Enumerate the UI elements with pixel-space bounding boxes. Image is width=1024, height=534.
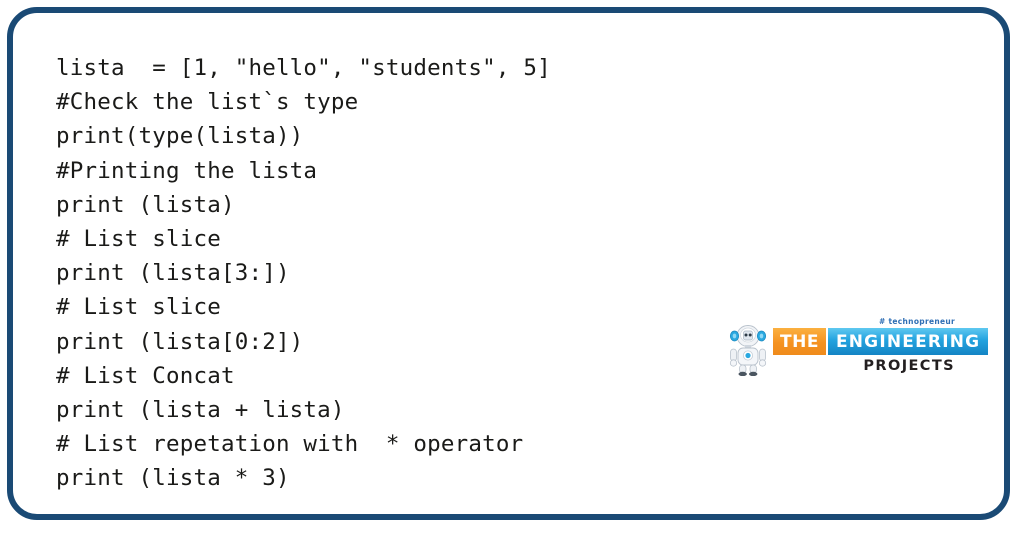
logo-wordmark-bars: THE ENGINEERING xyxy=(773,328,989,355)
code-line: print (lista + lista) xyxy=(56,396,345,423)
code-line: print(type(lista)) xyxy=(56,123,304,150)
code-line: lista = [1, "hello", "students", 5] xyxy=(56,55,551,81)
code-line: #Printing the lista xyxy=(56,157,318,184)
code-line: # List slice xyxy=(56,225,221,252)
code-line: #Check the list`s type xyxy=(56,89,359,116)
brand-logo: # technopreneur THE ENGINEERING PROJECTS xyxy=(727,316,989,380)
code-line: print (lista) xyxy=(56,191,235,218)
code-line: print (lista[3:]) xyxy=(56,260,290,287)
robot-mascot-icon xyxy=(729,325,767,376)
python-code-block: lista = [1, "hello", "students", 5] #Chec… xyxy=(56,51,551,495)
code-frame: lista = [1, "hello", "students", 5] #Chec… xyxy=(7,7,1010,520)
logo-wordmark: # technopreneur THE ENGINEERING PROJECTS xyxy=(773,316,989,380)
logo-word-engineering: ENGINEERING xyxy=(827,328,989,355)
logo-word-projects: PROJECTS xyxy=(863,358,955,374)
logo-tagline: # technopreneur xyxy=(879,317,955,326)
code-line: # List repetation with * operator xyxy=(56,431,524,458)
code-line: print (lista[0:2]) xyxy=(56,328,304,355)
logo-word-the: THE xyxy=(773,328,826,355)
code-line: # List Concat xyxy=(56,362,235,389)
code-line: # List slice xyxy=(56,294,221,321)
code-line: print (lista * 3) xyxy=(56,465,290,492)
